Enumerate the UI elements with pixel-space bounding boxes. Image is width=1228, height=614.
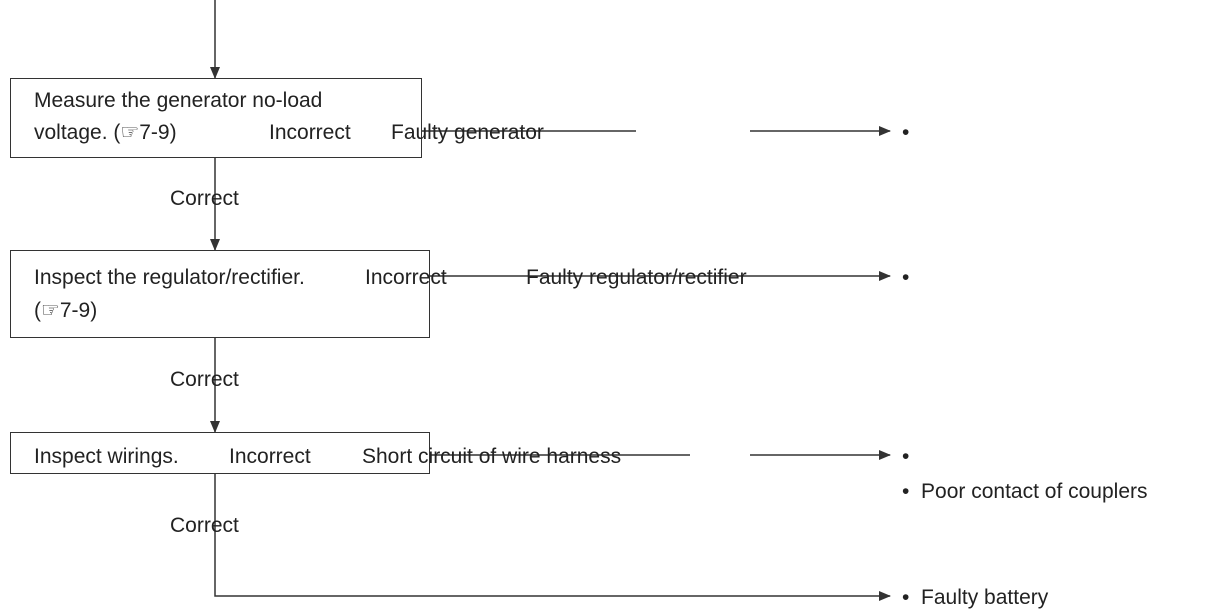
step1-result: Faulty generator [391, 121, 544, 144]
step2-incorrect-label: Incorrect [365, 266, 447, 289]
outcome-faulty-battery: • Faulty battery [902, 587, 1048, 608]
outcome-bullet-step1: • [902, 121, 910, 144]
step2-box [10, 250, 430, 338]
step3-line1: Inspect wirings. [34, 445, 179, 468]
step1-correct-label: Correct [170, 187, 239, 210]
step1-line2-prefix: voltage. ( [34, 121, 121, 144]
connector-step3-battery [214, 474, 891, 601]
step2-result: Faulty regulator/rectifier [526, 266, 747, 289]
step2-correct-label: Correct [170, 368, 239, 391]
step2-line1: Inspect the regulator/rectifier. [34, 266, 305, 289]
step2-line2-suffix: ) [90, 299, 98, 322]
step1-box [10, 78, 422, 158]
outcome-poor-contact-text: Poor contact of couplers [921, 480, 1148, 503]
step3-incorrect-label: Incorrect [229, 445, 311, 468]
outcome-faulty-battery-text: Faulty battery [921, 586, 1049, 609]
step2-reference: 7-9 [59, 299, 91, 322]
step1-incorrect-label: Incorrect [269, 121, 351, 144]
step1-line2: voltage. (☞7-9) [34, 120, 177, 144]
step1-line1: Measure the generator no-load [34, 89, 323, 112]
outcome-bullet: • [902, 586, 910, 609]
reference-hand-icon: ☞ [41, 298, 60, 322]
step2-line2: (☞7-9) [34, 298, 98, 322]
step1-reference: 7-9 [139, 121, 170, 144]
step2-line2-prefix: ( [34, 299, 41, 322]
step3-box [10, 432, 430, 474]
outcome-bullet-step2: • [902, 266, 910, 289]
outcome-bullet: • [902, 480, 910, 503]
outcome-bullet-step3: • [902, 445, 910, 468]
step3-result: Short circuit of wire harness [362, 445, 622, 468]
step1-line2-suffix: ) [169, 121, 177, 144]
reference-hand-icon: ☞ [120, 120, 140, 144]
outcome-poor-contact: • Poor contact of couplers [902, 481, 1148, 502]
step3-correct-label: Correct [170, 514, 239, 537]
